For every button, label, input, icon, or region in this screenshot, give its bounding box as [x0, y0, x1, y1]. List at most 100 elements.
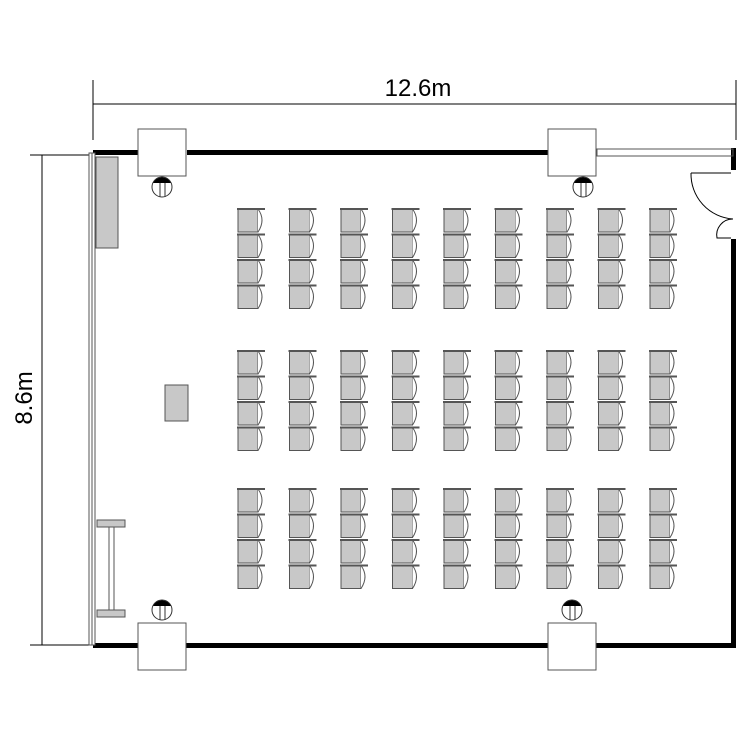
pillar-top-right: [547, 128, 597, 177]
chair: [597, 233, 626, 258]
chair: [288, 564, 317, 589]
chair: [546, 426, 574, 451]
chair: [546, 350, 574, 375]
chair: [391, 208, 420, 233]
chair: [443, 426, 471, 451]
chair: [340, 564, 368, 589]
chair: [443, 350, 471, 375]
chair: [288, 375, 317, 400]
chair: [391, 233, 420, 258]
chair: [288, 259, 317, 284]
chair: [494, 375, 523, 400]
chair: [649, 513, 677, 538]
chair: [237, 233, 265, 258]
chair: [391, 539, 420, 564]
chair: [649, 375, 677, 400]
chair: [443, 208, 471, 233]
chair: [494, 513, 523, 538]
chair: [237, 284, 265, 309]
width-label: 12.6m: [385, 75, 452, 102]
power-outlet-icon: [572, 176, 594, 198]
chair: [288, 513, 317, 538]
chair: [288, 208, 317, 233]
chair: [237, 208, 265, 233]
chair: [340, 426, 368, 451]
chair: [443, 564, 471, 589]
chair: [546, 375, 574, 400]
chair: [443, 513, 471, 538]
chair: [597, 539, 626, 564]
chair: [443, 539, 471, 564]
seating-area: [237, 208, 677, 589]
chair: [649, 564, 677, 589]
chair: [443, 375, 471, 400]
chair: [597, 426, 626, 451]
chair: [494, 488, 523, 513]
chair: [597, 513, 626, 538]
chair: [391, 513, 420, 538]
chair: [597, 284, 626, 309]
chair: [494, 350, 523, 375]
chair: [288, 426, 317, 451]
chair: [391, 401, 420, 426]
chair: [443, 488, 471, 513]
chair: [597, 208, 626, 233]
chair: [649, 539, 677, 564]
chair: [546, 488, 574, 513]
top-right-window: [596, 148, 734, 157]
chair: [288, 350, 317, 375]
chair: [443, 284, 471, 309]
left-window: [88, 152, 96, 646]
chair: [546, 233, 574, 258]
chair: [546, 564, 574, 589]
chair: [340, 513, 368, 538]
chair: [597, 488, 626, 513]
chair: [649, 284, 677, 309]
chair: [237, 539, 265, 564]
chair: [288, 539, 317, 564]
lectern: [164, 384, 189, 422]
chair: [391, 426, 420, 451]
pillars: [137, 128, 597, 671]
chair: [237, 350, 265, 375]
chair: [237, 513, 265, 538]
chair: [340, 488, 368, 513]
chair: [288, 401, 317, 426]
chair: [494, 564, 523, 589]
chair: [340, 401, 368, 426]
chair: [340, 284, 368, 309]
chair: [391, 259, 420, 284]
chair: [494, 401, 523, 426]
chair: [597, 564, 626, 589]
walls: [93, 148, 736, 648]
chair: [237, 375, 265, 400]
chair: [237, 401, 265, 426]
entrance-door[interactable]: [690, 172, 734, 239]
chair: [649, 401, 677, 426]
chair: [237, 488, 265, 513]
chair: [340, 208, 368, 233]
chair: [340, 539, 368, 564]
chair: [494, 284, 523, 309]
chair: [288, 488, 317, 513]
chair: [237, 259, 265, 284]
chair: [237, 564, 265, 589]
chair: [237, 426, 265, 451]
whiteboard-stand: [96, 519, 126, 618]
chair: [649, 259, 677, 284]
chair: [340, 375, 368, 400]
chair: [340, 233, 368, 258]
power-outlet-icon: [151, 599, 173, 621]
pillar-bottom-right: [547, 622, 597, 671]
width-dimension: [92, 80, 737, 140]
chair: [288, 284, 317, 309]
chair: [443, 401, 471, 426]
chair: [649, 350, 677, 375]
chair: [597, 375, 626, 400]
chair: [340, 350, 368, 375]
power-outlet-icon: [561, 599, 583, 621]
chair: [649, 233, 677, 258]
chair: [391, 375, 420, 400]
chair: [391, 488, 420, 513]
chair: [649, 488, 677, 513]
